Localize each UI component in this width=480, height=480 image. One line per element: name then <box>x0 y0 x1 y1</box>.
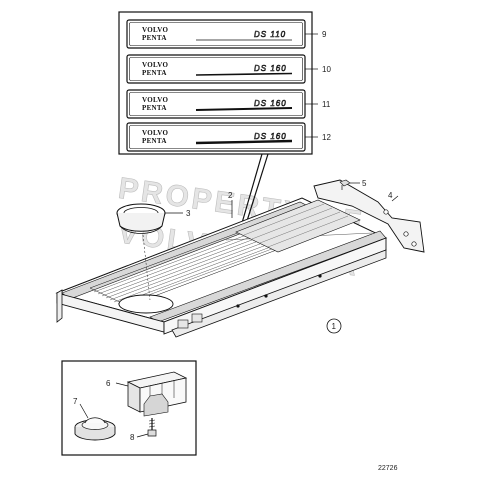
callout-5: 5 <box>362 179 367 188</box>
emblem-detail-frame: VOLVO PENTA DS 110 VOLVO PENTA DS 160 VO… <box>118 11 331 155</box>
callout-2: 2 <box>228 191 233 200</box>
emblem-model: DS 160 <box>254 132 287 141</box>
emblem-plate-inner <box>129 57 303 81</box>
callout-11: 11 <box>322 100 331 109</box>
callout-10: 10 <box>322 65 331 74</box>
mount-opening <box>118 294 174 314</box>
emblem-model: DS 160 <box>254 64 287 73</box>
callout-1: 1 <box>332 322 337 331</box>
callout-leader <box>115 382 129 387</box>
emblem-9: VOLVO PENTA DS 110 <box>126 19 306 49</box>
emblem-model: DS 160 <box>254 99 287 108</box>
damper-block <box>126 371 188 417</box>
callout-9: 9 <box>322 30 327 39</box>
assembly-line <box>142 234 151 301</box>
damper-detail-frame: 6 7 8 <box>61 360 197 456</box>
emblem-10: VOLVO PENTA DS 160 <box>126 54 306 84</box>
emblem-plate-inner <box>129 22 303 46</box>
callout-7: 7 <box>73 397 78 406</box>
callout-4: 4 <box>388 191 393 200</box>
emblem-brand-line2: PENTA <box>142 137 167 145</box>
bracket <box>313 179 425 253</box>
emblem-brand-line1: VOLVO <box>142 61 169 69</box>
callout-leader <box>79 403 89 419</box>
emblem-stripe <box>195 139 293 145</box>
emblem-brand-line2: PENTA <box>142 34 167 42</box>
emblem-brand-line1: VOLVO <box>142 129 169 137</box>
drawing-number: 22726 <box>378 465 398 472</box>
emblem-plate-inner <box>129 125 303 149</box>
cover-plate <box>55 197 388 338</box>
emblem-brand-line1: VOLVO <box>142 96 169 104</box>
callout-12: 12 <box>322 133 331 142</box>
callout-leader <box>136 433 149 438</box>
assembly-callout-circle <box>326 318 342 334</box>
emblem-brand-line2: PENTA <box>142 69 167 77</box>
emblem-11: VOLVO PENTA DS 160 <box>126 89 306 119</box>
callout-8: 8 <box>130 433 135 442</box>
callout-3: 3 <box>186 209 191 218</box>
seal-ring <box>116 203 166 234</box>
emblem-model: DS 110 <box>254 30 286 39</box>
emblem-brand-line2: PENTA <box>142 104 167 112</box>
emblem-plate-inner <box>129 92 303 116</box>
emblem-brand-line1: VOLVO <box>142 26 169 34</box>
emblem-stripe <box>195 72 293 76</box>
callout-6: 6 <box>106 379 111 388</box>
rubber-foot <box>74 417 116 441</box>
emblem-12: VOLVO PENTA DS 160 <box>126 122 306 152</box>
callout-leader <box>391 195 399 202</box>
emblem-stripe <box>195 107 293 111</box>
